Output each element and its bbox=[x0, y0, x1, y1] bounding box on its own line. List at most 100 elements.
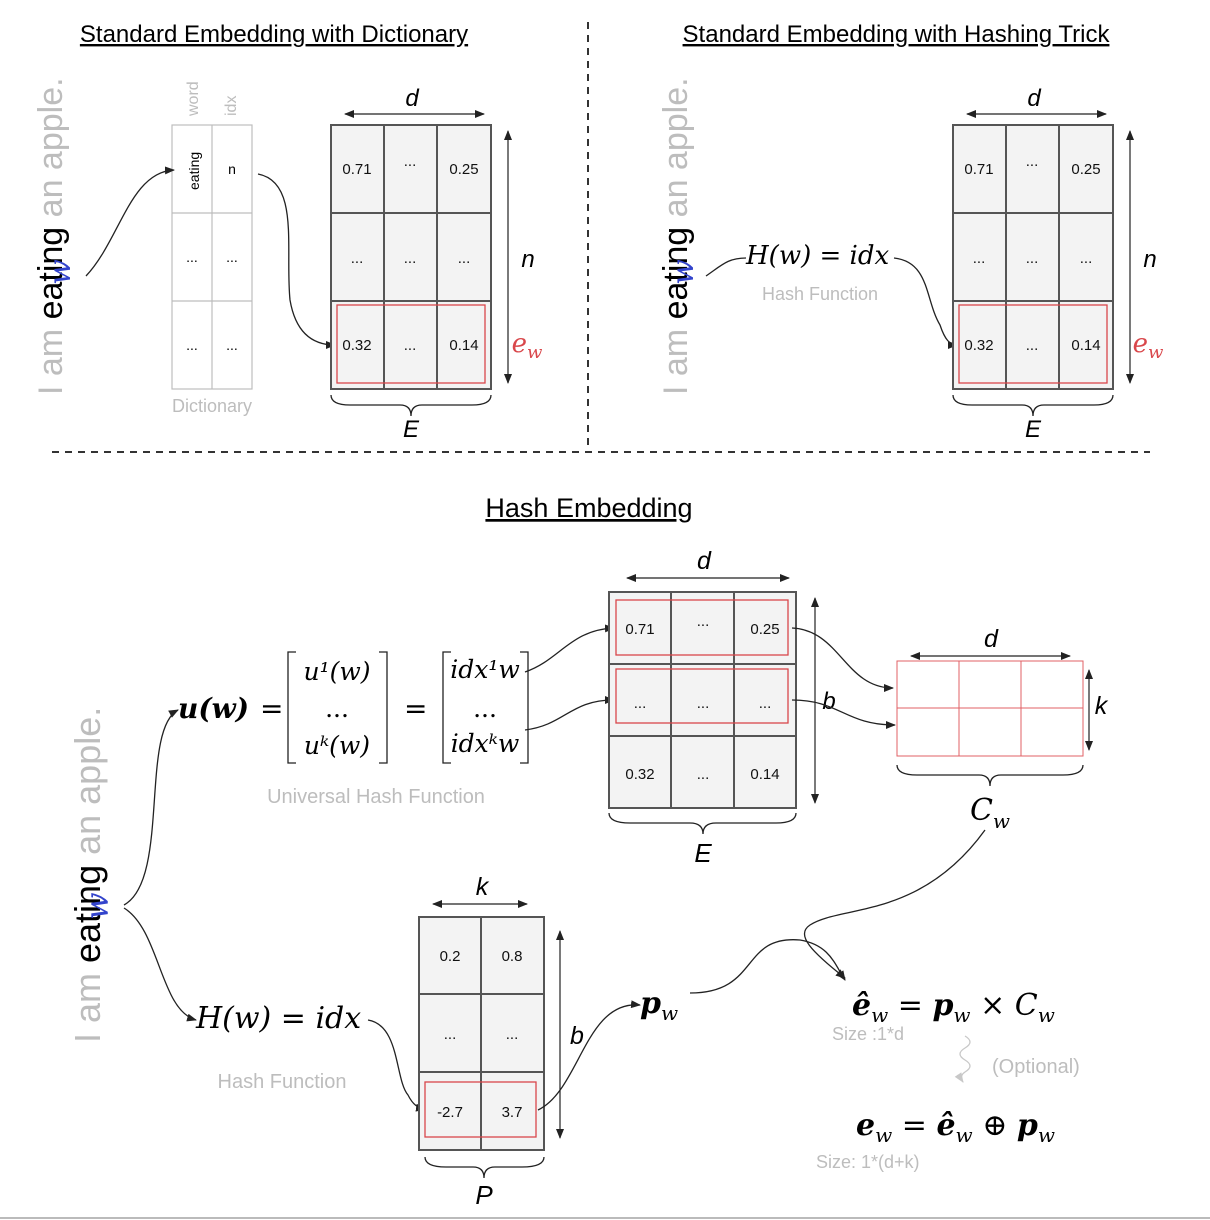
optional-label: (Optional) bbox=[992, 1056, 1080, 1078]
sentence-pre: I am bbox=[32, 319, 70, 395]
arrow-w-to-hash bbox=[123, 907, 197, 1022]
matrix-cell: ... bbox=[697, 695, 710, 712]
top-left-panel: Standard Embedding with Dictionary I am … bbox=[32, 21, 543, 443]
matrix-cell: 0.25 bbox=[1071, 161, 1100, 178]
dictionary-table: word idx eating n ... ... ... ... Dictio… bbox=[171, 81, 253, 416]
arrow-Cw-to-eq bbox=[804, 829, 986, 979]
dim-n-label: n bbox=[521, 246, 534, 273]
embedding-matrix: 0.71 ... 0.25 ... ... ... 0.32 ... 0.14 bbox=[952, 124, 1114, 390]
svg-text:I am eating an apple.: I am eating an apple. bbox=[67, 707, 108, 1043]
matrix-cell: ... bbox=[1026, 153, 1039, 170]
dim-k-label: k bbox=[1095, 692, 1109, 720]
matrix-label-E: E bbox=[403, 416, 420, 443]
matrix-cell: 0.25 bbox=[449, 161, 478, 178]
dim-d-label: d bbox=[1027, 85, 1041, 112]
matrix-cell: ... bbox=[404, 153, 417, 170]
sentence-post: an apple. bbox=[657, 77, 695, 226]
bottom-panel: Hash Embedding I am eating an apple. w u… bbox=[67, 493, 1109, 1210]
matrix-cell: 0.71 bbox=[625, 621, 654, 638]
word-variable: w bbox=[43, 259, 78, 285]
arrow-idx1-to-E bbox=[524, 624, 615, 673]
matrix-cell: ... bbox=[351, 250, 364, 267]
hash-function-label: Hash Function bbox=[218, 1071, 347, 1093]
hash-formula: H(w) = idx bbox=[195, 1001, 361, 1036]
highlighted-row bbox=[615, 668, 789, 724]
top-left-title: Standard Embedding with Dictionary bbox=[80, 21, 468, 48]
sentence-post: an apple. bbox=[67, 707, 108, 865]
equals-sign: = bbox=[260, 692, 283, 725]
matrix-cell: ... bbox=[973, 250, 986, 267]
arrow-E-to-C bbox=[791, 627, 894, 692]
vec-idx-entry: idx¹w bbox=[450, 655, 520, 684]
matrix-cell: ... bbox=[444, 1026, 457, 1043]
sentence-word: eating bbox=[657, 227, 695, 320]
top-right-sentence: I am eating an apple. bbox=[657, 77, 695, 395]
arrow-w-to-u bbox=[123, 709, 179, 906]
dim-d-label: d bbox=[984, 625, 999, 653]
matrix-cell: 3.7 bbox=[502, 1104, 523, 1121]
top-right-panel: Standard Embedding with Hashing Trick I … bbox=[657, 21, 1164, 443]
dict-cell-idx: n bbox=[228, 161, 236, 177]
arrow-word-to-dict bbox=[85, 166, 175, 277]
dict-cell: ... bbox=[186, 249, 198, 265]
dict-cell-word: eating bbox=[186, 152, 202, 190]
vec-idx-entry: idxᵏw bbox=[451, 729, 520, 758]
word-variable: w bbox=[78, 892, 116, 919]
matrix-P: 0.2 0.8 ... ... -2.7 3.7 bbox=[418, 916, 545, 1151]
arrow-dict-to-matrix bbox=[257, 173, 336, 349]
brace-P bbox=[424, 1156, 545, 1179]
matrix-cell: ... bbox=[1026, 337, 1039, 354]
bracket-right bbox=[520, 651, 529, 764]
top-left-sentence: I am eating an apple. bbox=[32, 77, 70, 395]
svg-text:I am eating an apple.: I am eating an apple. bbox=[32, 77, 70, 395]
dict-cell: ... bbox=[186, 337, 198, 353]
matrix-cell: 0.25 bbox=[750, 621, 779, 638]
highlighted-row bbox=[615, 599, 789, 656]
row-label-ew: ew bbox=[1133, 329, 1164, 363]
arrow-pw-to-eq bbox=[689, 939, 846, 994]
row-label-ew: ew bbox=[512, 329, 543, 363]
u-of-w: u(w) bbox=[178, 692, 249, 725]
matrix-cell: ... bbox=[404, 250, 417, 267]
brace-E bbox=[952, 394, 1114, 417]
matrix-C bbox=[896, 660, 1084, 757]
hash-embedding-title: Hash Embedding bbox=[485, 493, 692, 523]
vec-u-entry: u¹(w) bbox=[303, 657, 370, 686]
matrix-cell: 0.32 bbox=[964, 337, 993, 354]
matrix-cell: ... bbox=[1080, 250, 1093, 267]
matrix-cell: ... bbox=[634, 695, 647, 712]
matrix-label-Cw: Cw bbox=[970, 793, 1010, 833]
dim-b-label: b bbox=[822, 688, 835, 715]
dim-d-label: d bbox=[697, 547, 712, 575]
matrix-label-E: E bbox=[1025, 416, 1042, 443]
sentence-post: an apple. bbox=[32, 77, 70, 226]
arrow-idxk-to-E bbox=[524, 696, 615, 731]
hash-function-label: Hash Function bbox=[762, 284, 878, 304]
matrix-cell: -2.7 bbox=[437, 1104, 463, 1121]
equation-ehat: êw = pw × Cw bbox=[852, 988, 1055, 1027]
matrix-cell: 0.2 bbox=[440, 948, 461, 965]
dict-cell: ... bbox=[226, 249, 238, 265]
brace-E bbox=[330, 394, 492, 417]
brace-C bbox=[896, 764, 1084, 787]
optional-squiggle-arrow bbox=[954, 1035, 971, 1083]
bottom-sentence: I am eating an apple. bbox=[67, 707, 108, 1043]
matrix-label-P: P bbox=[475, 1180, 493, 1210]
embedding-matrix-E: 0.71 ... 0.25 ... ... ... 0.32 ... 0.14 bbox=[608, 591, 797, 809]
equation-ew: ew = êw ⊕ pw bbox=[856, 1108, 1055, 1147]
equals-sign: = bbox=[404, 692, 427, 725]
dictionary-label: Dictionary bbox=[172, 396, 252, 416]
matrix-cell: ... bbox=[759, 695, 772, 712]
matrix-cell: 0.14 bbox=[449, 337, 478, 354]
eq1-size-label: Size :1*d bbox=[832, 1024, 904, 1044]
sentence-word: eating bbox=[67, 865, 108, 963]
sentence-word: eating bbox=[32, 227, 70, 320]
vec-idx-entry: ... bbox=[473, 694, 497, 723]
dict-cell: ... bbox=[226, 337, 238, 353]
svg-text:I am eating an apple.: I am eating an apple. bbox=[657, 77, 695, 395]
matrix-label-E: E bbox=[694, 838, 712, 868]
matrix-cell: ... bbox=[506, 1026, 519, 1043]
matrix-cell: ... bbox=[697, 766, 710, 783]
bracket-left bbox=[442, 651, 451, 764]
